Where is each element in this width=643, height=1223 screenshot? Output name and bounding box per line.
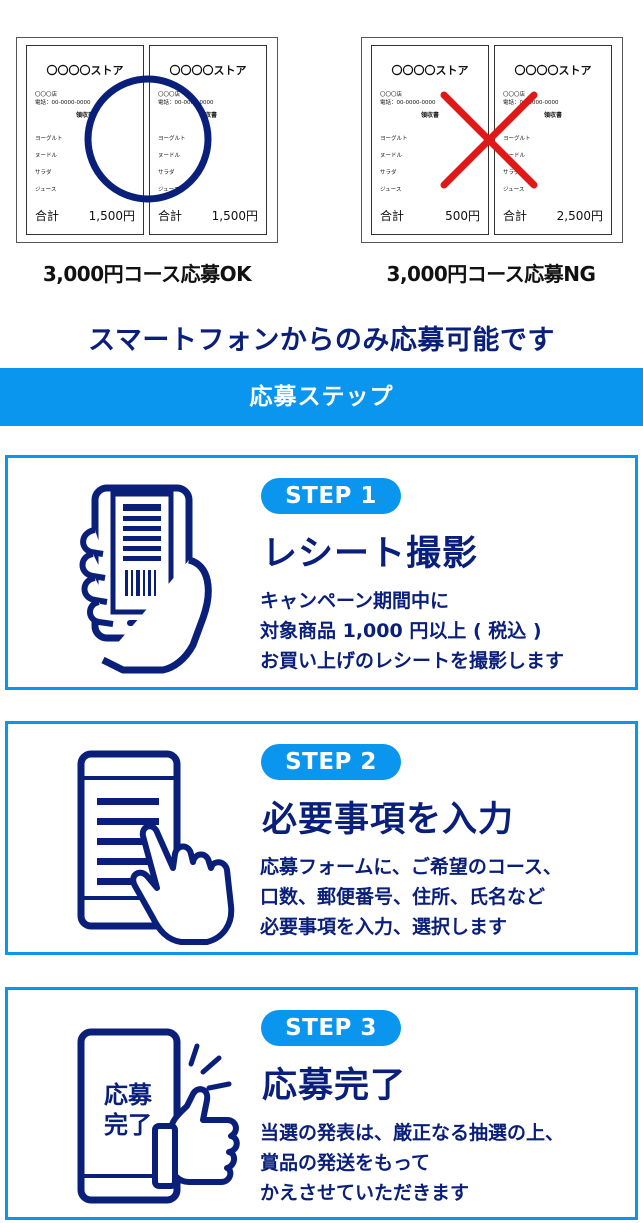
smartphone-only-notice: スマートフォンからのみ応募可能です [88,325,555,356]
receipt-total: 合計 500円 [380,207,480,224]
receipt-meta: 〇〇〇店 電話：00-0000-0000 [35,91,90,107]
receipt: 〇〇〇〇ストア 〇〇〇店 電話：00-0000-0000 領収書 ヨーグルト ヌ… [371,45,489,235]
receipt-total: 合計 1,500円 [158,207,258,224]
receipt-item: ジュース [380,187,402,193]
step-description: キャンペーン期間中に 対象商品 1,000 円以上 ( 税込 ) お買い上げのレ… [260,586,564,676]
total-value: 1,500円 [211,209,258,223]
step-description: 当選の発表は、厳正なる抽選の上、 賞品の発送をもって かえさせていただきます [260,1118,564,1208]
receipt-total: 合計 2,500円 [503,207,603,224]
receipt: 〇〇〇〇ストア 〇〇〇店 電話：00-0000-0000 領収書 ヨーグルト ヌ… [494,45,612,235]
receipt-example-ng: 〇〇〇〇ストア 〇〇〇店 電話：00-0000-0000 領収書 ヨーグルト ヌ… [361,37,623,243]
shop-name: 〇〇〇店 [503,92,526,98]
receipt-doc-title: 領収書 [75,112,94,119]
shop-tel: 電話：00-0000-0000 [35,100,91,106]
receipt-doc-title: 領収書 [420,112,439,119]
receipt-meta: 〇〇〇店 電話：00-0000-0000 [158,91,213,107]
illus-done-line: 応募 [104,1081,152,1109]
receipt-meta: 〇〇〇店 電話：00-0000-0000 [503,91,558,107]
shop-name: 〇〇〇店 [158,92,181,98]
phone-form-input-icon [63,736,243,946]
caption-ok: 3,000円コース応募OK [42,262,252,286]
receipt-item: ヌードル [35,153,58,159]
receipt-total: 合計 1,500円 [35,207,135,224]
receipt-item: ジュース [35,187,57,193]
step-desc-line: 必要事項を入力、選択します [260,916,508,938]
total-label: 合計 [35,209,60,223]
receipt-items: ヨーグルト ヌードル サラダ ジュース [35,131,63,199]
step-desc-line: キャンペーン期間中に [260,590,450,612]
receipt-item: ヨーグルト [35,136,63,142]
phone-receipt-photo-icon [63,470,243,680]
step-badge: STEP 1 [261,478,401,514]
store-name: 〇〇〇〇ストア [46,64,124,77]
step-desc-line: 口数、郵便番号、住所、氏名など [260,886,546,908]
store-name: 〇〇〇〇ストア [514,64,592,77]
receipt-doc-title: 領収書 [198,112,217,119]
step-desc-line: かえさせていただきます [260,1182,470,1204]
illus-done-line: 完了 [104,1111,152,1139]
store-name: 〇〇〇〇ストア [169,64,247,77]
step-card-2: STEP 2 必要事項を入力 応募フォームに、ご希望のコース、 口数、郵便番号、… [5,721,638,955]
section-title: 応募ステップ [249,384,394,410]
receipt: 〇〇〇〇ストア 〇〇〇店 電話：00-0000-0000 領収書 ヨーグルト ヌ… [26,45,144,235]
total-value: 2,500円 [556,209,603,223]
step-title: レシート撮影 [262,534,479,574]
caption-ng: 3,000円コース応募NG [386,262,596,286]
receipt-items: ヨーグルト ヌードル サラダ ジュース [158,131,186,199]
shop-tel: 電話：00-0000-0000 [503,100,559,106]
step-badge: STEP 3 [261,1010,401,1046]
total-value: 1,500円 [88,209,135,223]
shop-name: 〇〇〇店 [380,92,403,98]
section-header: 応募ステップ [0,368,643,426]
receipt-item: ヌードル [503,153,526,159]
receipt-item: ヨーグルト [158,136,186,142]
store-name: 〇〇〇〇ストア [391,64,469,77]
receipt-items: ヨーグルト ヌードル サラダ ジュース [380,131,408,199]
step-desc-line: 当選の発表は、厳正なる抽選の上、 [260,1122,565,1144]
receipt-items: ヨーグルト ヌードル サラダ ジュース [503,131,531,199]
receipt-item: サラダ [158,170,175,176]
shop-name: 〇〇〇店 [35,92,58,98]
total-label: 合計 [158,209,183,223]
phone-thumbs-up-icon: 応募 完了 [63,1002,243,1212]
receipt-meta: 〇〇〇店 電話：00-0000-0000 [380,91,435,107]
receipt: 〇〇〇〇ストア 〇〇〇店 電話：00-0000-0000 領収書 ヨーグルト ヌ… [149,45,267,235]
illus-done-label: 応募 完了 [93,1080,163,1140]
shop-tel: 電話：00-0000-0000 [158,100,214,106]
total-value: 500円 [445,209,480,223]
receipt-item: サラダ [503,170,520,176]
receipt-item: ヨーグルト [380,136,408,142]
receipt-item: サラダ [380,170,397,176]
receipt-item: ヨーグルト [503,136,531,142]
step-title: 必要事項を入力 [262,800,515,840]
receipt-doc-title: 領収書 [543,112,562,119]
step-card-1: STEP 1 レシート撮影 キャンペーン期間中に 対象商品 1,000 円以上 … [5,455,638,690]
receipt-item: ヌードル [158,153,181,159]
total-label: 合計 [380,209,405,223]
receipt-example-ok: 〇〇〇〇ストア 〇〇〇店 電話：00-0000-0000 領収書 ヨーグルト ヌ… [16,37,278,243]
step-description: 応募フォームに、ご希望のコース、 口数、郵便番号、住所、氏名など 必要事項を入力… [260,852,562,942]
step-desc-line: 賞品の発送をもって [260,1152,431,1174]
receipt-item: サラダ [35,170,52,176]
step-desc-line: 応募フォームに、ご希望のコース、 [260,856,562,878]
shop-tel: 電話：00-0000-0000 [380,100,436,106]
receipt-item: ジュース [503,187,525,193]
step-desc-line: お買い上げのレシートを撮影します [260,650,565,672]
step-card-3: 応募 完了 STEP 3 応募完了 当選の発表は、厳正なる抽選の上、 賞品の発送… [5,987,638,1220]
total-label: 合計 [503,209,528,223]
step-title: 応募完了 [262,1066,407,1106]
step-badge: STEP 2 [261,744,401,780]
receipt-item: ヌードル [380,153,403,159]
receipt-item: ジュース [158,187,180,193]
step-desc-line: 対象商品 1,000 円以上 ( 税込 ) [260,620,542,642]
